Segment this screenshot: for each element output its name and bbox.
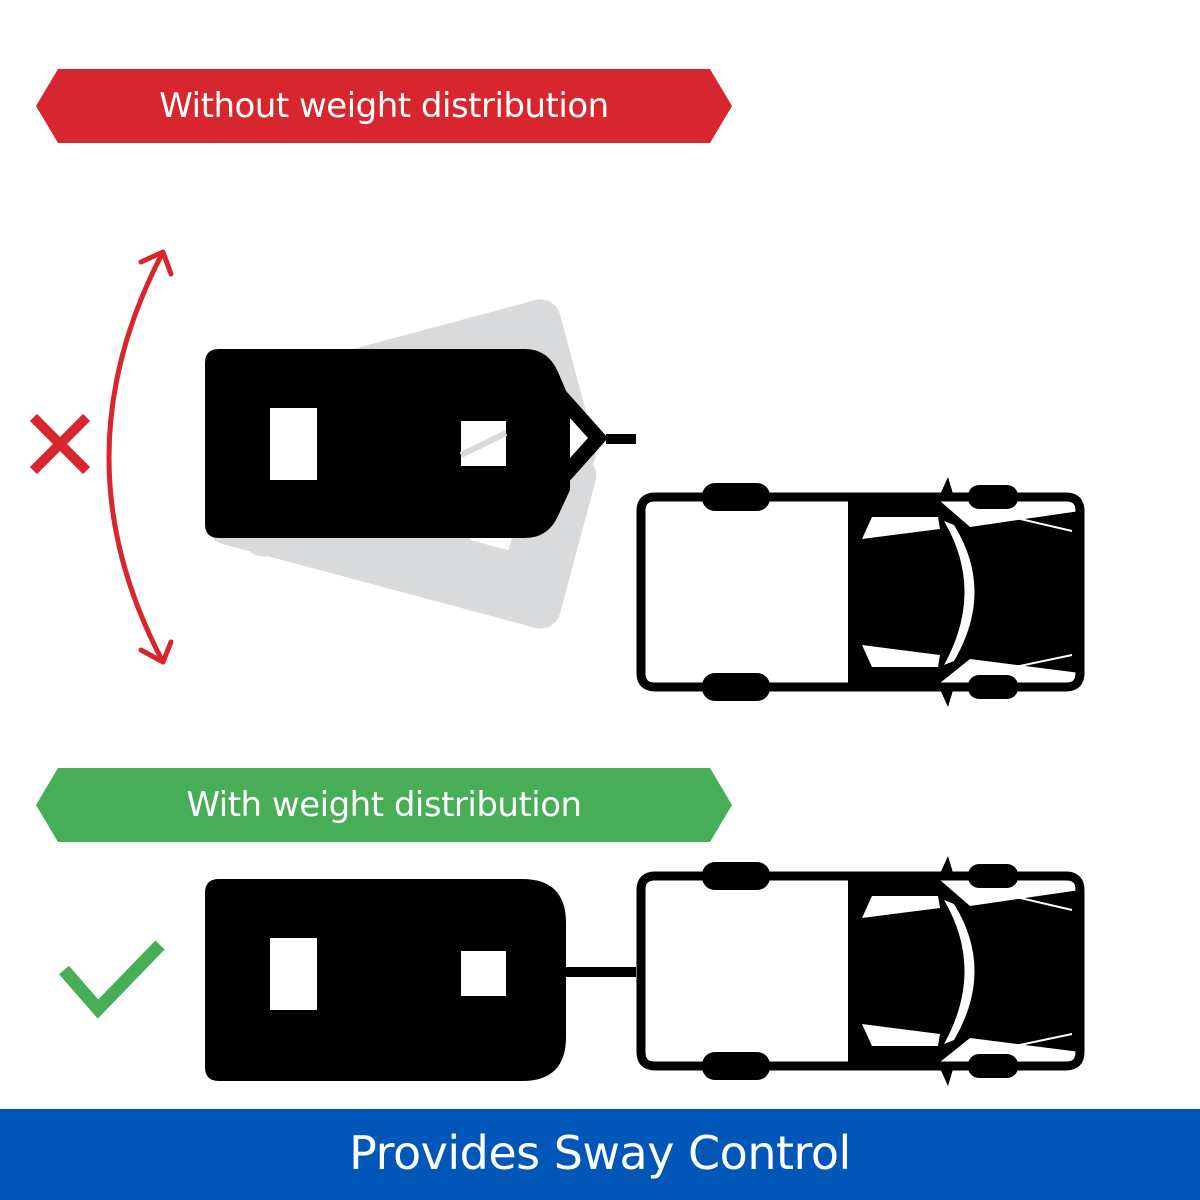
banner-with-weight-distribution: With weight distribution (36, 768, 732, 842)
cross-icon (29, 413, 91, 475)
sway-arc-arrow (106, 249, 174, 665)
banner-shape (36, 768, 732, 842)
footer-title: Provides Sway Control (349, 1126, 851, 1180)
pickup-truck (641, 856, 1080, 1086)
scene-stable (59, 845, 1200, 1107)
trailer-window-rear (270, 408, 317, 480)
pickup-truck (641, 477, 1080, 707)
trailer (205, 349, 570, 538)
scene-sway (29, 249, 1200, 730)
footer-bar: Provides Sway Control (0, 1109, 1200, 1200)
hitch-coupler (558, 382, 636, 494)
hitch-bar (564, 967, 636, 977)
trailer-window-front (461, 951, 506, 996)
trailer-window-rear (270, 938, 317, 1010)
checkmark-icon (59, 940, 165, 1019)
banner-label: Without weight distribution (159, 86, 609, 126)
banner-without-weight-distribution: Without weight distribution (36, 69, 732, 143)
banner-label: With weight distribution (186, 785, 582, 825)
banner-shape (36, 69, 732, 143)
trailer (205, 879, 566, 1081)
